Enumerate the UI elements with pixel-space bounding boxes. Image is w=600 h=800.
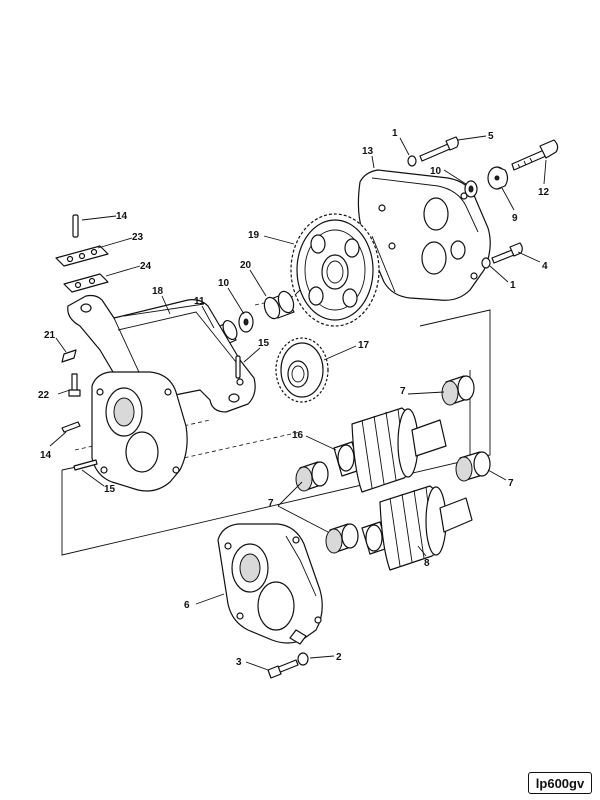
callout-labels: 1 5 13 10 12 9 4 1 19 20 10 11 17 15 18 … bbox=[38, 128, 550, 668]
callout-16: 16 bbox=[292, 430, 304, 441]
pump-gear-8 bbox=[361, 485, 473, 571]
washer-10-lower bbox=[238, 311, 254, 333]
plate-24 bbox=[63, 273, 109, 293]
bushing-7-lower-left bbox=[325, 523, 359, 554]
bolt-22 bbox=[68, 373, 81, 397]
callout-12: 12 bbox=[538, 187, 550, 198]
clip-21 bbox=[61, 349, 77, 363]
bolt-5 bbox=[419, 136, 459, 162]
callout-23: 23 bbox=[132, 232, 144, 243]
pin-15-lower bbox=[73, 459, 98, 471]
callout-6: 6 bbox=[184, 600, 190, 611]
callout-15-lower: 15 bbox=[104, 484, 116, 495]
gear-cover-plate bbox=[357, 169, 491, 301]
dowel-pin-14-lower bbox=[61, 421, 81, 433]
callout-14-upper: 14 bbox=[116, 211, 128, 222]
idler-gear-19 bbox=[290, 213, 380, 327]
bolt-4 bbox=[491, 242, 523, 264]
washer-10-upper bbox=[464, 180, 478, 198]
bushing-7-upper-right bbox=[441, 375, 475, 406]
spacer-9 bbox=[487, 166, 509, 190]
leader-lines bbox=[49, 135, 547, 671]
bolt-3 bbox=[267, 659, 299, 679]
callout-21: 21 bbox=[44, 330, 56, 341]
bushing-7-upper-left bbox=[295, 461, 329, 492]
callout-8: 8 bbox=[424, 558, 430, 569]
callout-7-upper: 7 bbox=[400, 386, 406, 397]
callout-9: 9 bbox=[512, 213, 518, 224]
lockwasher-1-upper bbox=[407, 155, 417, 167]
callout-11: 11 bbox=[194, 296, 205, 307]
callout-5: 5 bbox=[488, 131, 494, 142]
callout-14-lower: 14 bbox=[40, 450, 52, 461]
pump-gear-16 bbox=[333, 407, 447, 493]
callout-7-left: 7 bbox=[268, 498, 274, 509]
dowel-pin-14-upper bbox=[72, 214, 79, 238]
callout-22: 22 bbox=[38, 390, 50, 401]
callout-20: 20 bbox=[240, 260, 252, 271]
pump-front-housing bbox=[91, 371, 188, 492]
pump-rear-housing-6 bbox=[217, 523, 323, 645]
callout-7-right: 7 bbox=[508, 478, 514, 489]
callout-1-lower: 1 bbox=[510, 280, 516, 291]
gasket-23 bbox=[55, 245, 109, 267]
callout-13: 13 bbox=[362, 146, 374, 157]
callout-15-upper: 15 bbox=[258, 338, 270, 349]
callout-1-upper: 1 bbox=[392, 128, 398, 139]
figure-id-label: lp600gv bbox=[528, 772, 592, 794]
pin-15-upper bbox=[235, 355, 241, 379]
bushing-7-lower-right bbox=[455, 451, 491, 482]
callout-10-lower: 10 bbox=[218, 278, 230, 289]
callout-24: 24 bbox=[140, 261, 152, 272]
bushing-20 bbox=[263, 290, 295, 320]
callout-17: 17 bbox=[358, 340, 370, 351]
callout-18: 18 bbox=[152, 286, 164, 297]
callout-4: 4 bbox=[542, 261, 548, 272]
long-bolt-12 bbox=[511, 139, 559, 171]
lockwasher-2 bbox=[297, 652, 309, 666]
callout-10-upper: 10 bbox=[430, 166, 442, 177]
callout-19: 19 bbox=[248, 230, 260, 241]
callout-2: 2 bbox=[336, 652, 342, 663]
drive-gear-17 bbox=[275, 337, 329, 403]
lockwasher-1-lower bbox=[481, 257, 491, 269]
callout-3: 3 bbox=[236, 657, 242, 668]
